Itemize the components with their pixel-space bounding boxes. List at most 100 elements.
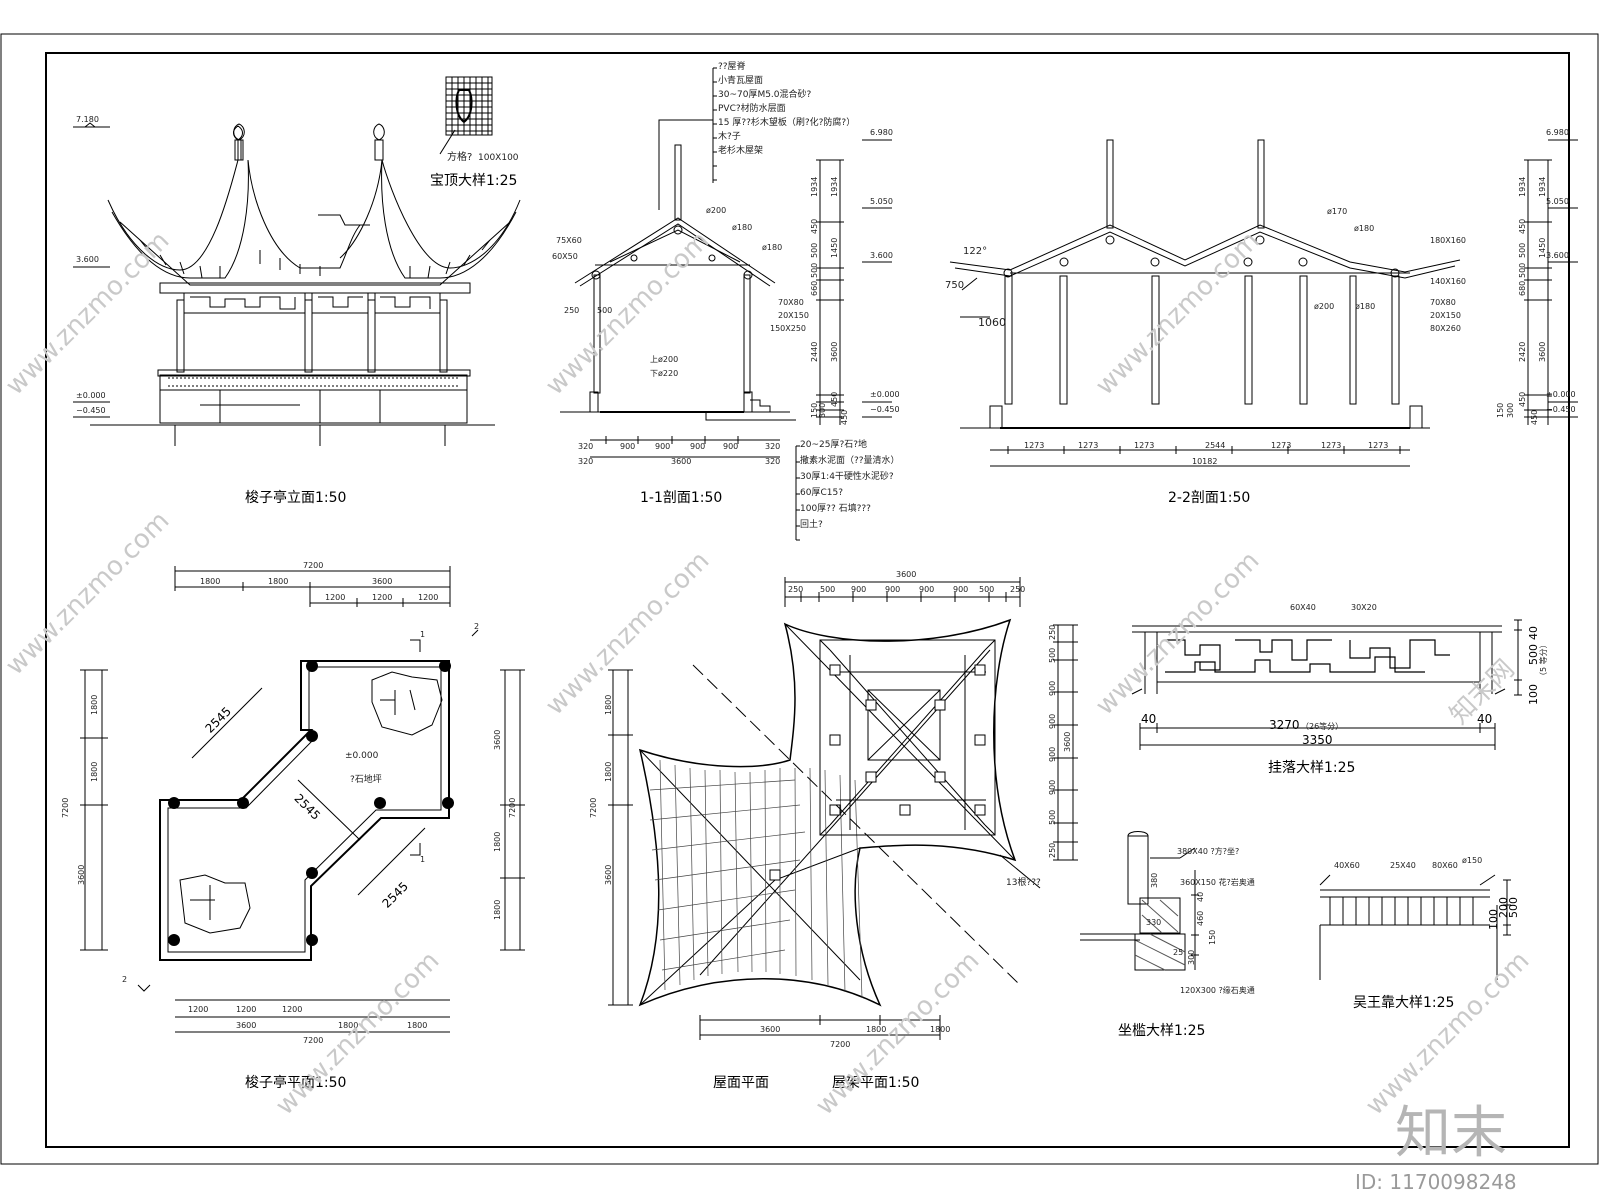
- s22-label: ø200: [1314, 302, 1335, 311]
- finial-size-note: 100X100: [478, 153, 519, 163]
- seat-label: 330: [1146, 918, 1162, 927]
- s22-hdim: 2544: [1205, 441, 1226, 450]
- wuwang-label: 100: [1487, 909, 1500, 930]
- s11-vdim: 500: [810, 242, 819, 258]
- floor-layer-note: 20~25厚?石?地: [800, 440, 867, 450]
- s22-vdim: 150: [1496, 402, 1505, 418]
- s11-label: 150X250: [770, 324, 807, 333]
- plan-dim: 1200: [236, 1005, 257, 1014]
- roof-layer-note: 木?子: [718, 132, 741, 142]
- section-1-1-title: 1-1剖面1:50: [640, 490, 723, 506]
- hanging-label: 60X40: [1290, 603, 1316, 612]
- hanging-title: 挂落大样1:25: [1268, 760, 1356, 776]
- section-1-1-drawing: [560, 67, 892, 541]
- s22-vdim: 1450: [1538, 237, 1547, 258]
- plan-cut-mark: 1: [420, 855, 426, 864]
- roof-layer-note: 15 厚??杉木望板（刷?化?防腐?）: [718, 118, 856, 128]
- hanging-label: （5 等分）: [1539, 640, 1548, 680]
- s11-vdim: 450: [810, 218, 819, 234]
- s22-vdim: 680: [1518, 280, 1527, 296]
- s11-label: 75X60: [556, 236, 582, 245]
- s22-label: ø180: [1354, 224, 1375, 233]
- finial-grid-note: 方格?: [447, 152, 473, 163]
- plan-dim: 1200: [418, 593, 439, 602]
- floor-layer-note: 回土?: [800, 520, 823, 530]
- s22-hdim: 1273: [1368, 441, 1389, 450]
- plan-dim: 1800: [90, 761, 99, 782]
- section-2-2-drawing: [949, 139, 1578, 467]
- s11-vdim: 450: [840, 409, 849, 425]
- s22-vdim: 450: [1530, 409, 1539, 425]
- elevation-drawing: [73, 122, 521, 446]
- floor-layer-note: 60厚C15?: [800, 488, 843, 498]
- s11-hdim: 900: [690, 442, 706, 451]
- seat-label: 150: [1208, 929, 1217, 945]
- roof-layer-note: 老杉木屋架: [718, 146, 764, 156]
- s11-label: ø180: [762, 243, 783, 252]
- finial-title: 宝顶大样1:25: [430, 173, 518, 189]
- s22-label: 122°: [963, 246, 988, 257]
- s11-hdim: 900: [620, 442, 636, 451]
- watermark-logo: 知末: [1395, 1101, 1507, 1166]
- seat-detail: [1080, 831, 1199, 971]
- plan-floor: ?石地坪: [350, 775, 382, 785]
- s22-vdim: 500: [1518, 242, 1527, 258]
- roof-plan-drawing: [608, 577, 1078, 1040]
- s11-level: ±0.000: [870, 390, 900, 399]
- s22-label: ø180: [1355, 302, 1376, 311]
- plan-cut-mark: 2: [122, 975, 128, 984]
- s22-hdim: 1273: [1134, 441, 1155, 450]
- plan-cut-mark: 1: [420, 630, 426, 639]
- s22-hdim: 10182: [1192, 457, 1218, 466]
- s11-vdim: 500: [810, 262, 819, 278]
- s22-vdim: 450: [1518, 391, 1527, 407]
- roof-dim: 900: [1048, 680, 1057, 696]
- roof-layer-note: PVC?材防水层面: [718, 104, 786, 114]
- s11-vdim: 1934: [830, 176, 839, 197]
- elev-level-base: −0.450: [76, 406, 106, 415]
- roof-note: 13根???: [1006, 878, 1041, 888]
- seat-label: 120X300 ?缘石奥通: [1180, 986, 1255, 995]
- watermark-id: ID: 1170098248: [1355, 1170, 1517, 1194]
- roof-layer-notes: ??屋脊 小青瓦屋面 30~70厚M5.0混合砂? PVC?材防水层面 15 厚…: [718, 62, 855, 157]
- plan-dim: 1800: [268, 577, 289, 586]
- wuwang-label: ø150: [1462, 856, 1483, 865]
- roof-layer-note: ??屋脊: [718, 62, 746, 72]
- roof-dim: 3600: [1063, 731, 1072, 752]
- seat-label: 380: [1150, 872, 1159, 888]
- seat-title: 坐槛大样1:25: [1118, 1023, 1206, 1039]
- roof-plan-title: 屋面平面: [713, 1075, 769, 1091]
- s11-vdim: 2440: [810, 341, 819, 362]
- s11-hdim: 320: [765, 442, 781, 451]
- s22-hdim: 1273: [1078, 441, 1099, 450]
- s22-vdim: 300: [1506, 402, 1515, 418]
- plan-dim: 7200: [508, 797, 517, 818]
- plan-dim: 1800: [200, 577, 221, 586]
- hanging-label: 40: [1477, 712, 1493, 726]
- hanging-label: 3270: [1269, 718, 1300, 732]
- s22-label: 180X160: [1430, 236, 1467, 245]
- plan-dim: 1200: [282, 1005, 303, 1014]
- roof-dim: 500: [820, 585, 836, 594]
- roof-dim: 3600: [896, 570, 917, 579]
- roof-layer-note: 30~70厚M5.0混合砂?: [718, 90, 812, 100]
- seat-label: 360X150 花?岩奥通: [1180, 878, 1255, 887]
- s11-label: 250: [564, 306, 580, 315]
- s22-label: 70X80: [1430, 298, 1456, 307]
- s11-vdim: 300: [818, 402, 827, 418]
- roof-dim: 900: [919, 585, 935, 594]
- plan-dim: 3600: [493, 729, 502, 750]
- roof-dim: 900: [885, 585, 901, 594]
- elev-level-zero: ±0.000: [76, 391, 106, 400]
- seat-label: 380X40 ?方?坐?: [1177, 847, 1240, 856]
- roof-dim: 900: [953, 585, 969, 594]
- seat-label: 25: [1173, 948, 1184, 957]
- s22-level: 6.980: [1546, 128, 1569, 137]
- plan-drawing: [80, 566, 525, 1033]
- roof-dim: 900: [851, 585, 867, 594]
- plan-dim: 3600: [236, 1021, 257, 1030]
- s11-vdim: 1934: [810, 176, 819, 197]
- plan-dim: 7200: [303, 561, 324, 570]
- hanging-label: 40: [1527, 626, 1540, 640]
